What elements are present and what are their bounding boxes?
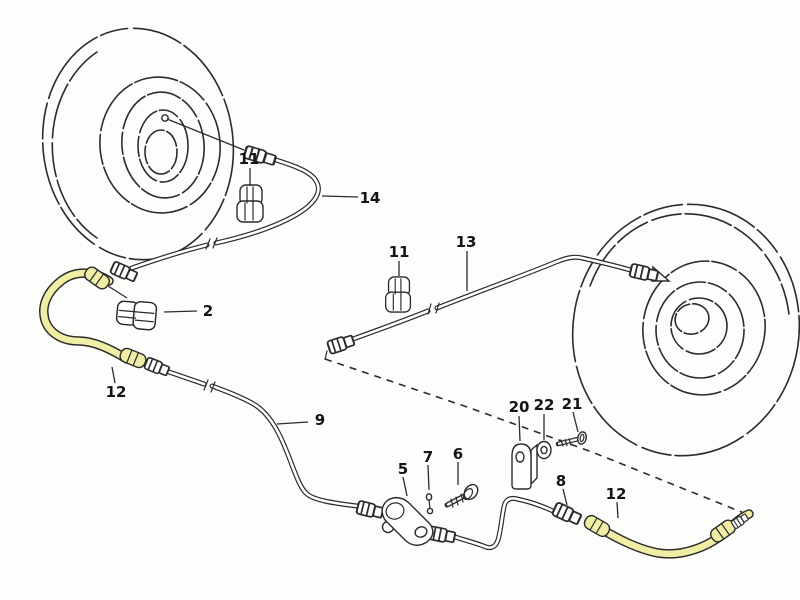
part-callout-14[interactable]: 14	[321, 189, 381, 207]
rim-ring	[121, 91, 205, 199]
part-callout-11[interactable]: 11	[239, 150, 260, 186]
part-number-label[interactable]: 21	[562, 395, 583, 413]
brake-pipe-9	[166, 369, 360, 509]
callout-leader-line	[518, 415, 521, 442]
callout-leader-line	[163, 310, 198, 313]
part-callout-8[interactable]: 8	[556, 472, 568, 506]
part-number-label[interactable]: 20	[509, 398, 530, 416]
part-callout-20[interactable]: 20	[509, 398, 530, 442]
sidewall-ring	[642, 260, 766, 396]
union-hose-to-pipe9	[142, 356, 172, 378]
brake-hose-12-right	[581, 509, 754, 559]
hose-end-fitting	[581, 512, 613, 540]
hub-ring	[670, 297, 728, 355]
clip2-leader	[107, 285, 128, 299]
hub-hole	[144, 129, 178, 175]
part-callout-5[interactable]: 5	[398, 460, 408, 497]
part-number-label[interactable]: 11	[389, 243, 410, 261]
part-callout-9[interactable]: 9	[276, 411, 325, 429]
left-wheel	[41, 27, 235, 261]
part-callout-21[interactable]: 21	[562, 395, 583, 433]
wheel-connection-point	[161, 114, 169, 122]
bracket-20	[511, 443, 538, 490]
brake-pipe-14	[129, 157, 321, 271]
union-pipe9-valve	[355, 499, 385, 521]
dash-leader-stub	[324, 350, 328, 360]
screw-6	[444, 483, 479, 508]
brake-pipe-rear-axle	[452, 495, 556, 551]
tread-inner-arc	[51, 51, 98, 239]
union-pipe14-bottom	[108, 260, 140, 284]
callout-leader-line	[427, 464, 430, 491]
union-pipe13-bottom	[326, 332, 356, 356]
part-number-label[interactable]: 7	[423, 448, 433, 466]
callout-leader-line	[562, 488, 568, 506]
part-number-label[interactable]: 6	[453, 445, 463, 463]
rim-ring	[655, 281, 745, 379]
pin-7	[425, 493, 434, 515]
pipe-clip-11-top	[236, 184, 264, 223]
part-number-label[interactable]: 11	[239, 150, 260, 168]
washer-22	[536, 440, 552, 460]
part-number-label[interactable]: 13	[456, 233, 477, 251]
union-8	[550, 501, 584, 527]
part-callout-6[interactable]: 6	[453, 445, 463, 485]
part-number-label[interactable]: 5	[398, 460, 408, 478]
assembly-dashed-line	[324, 358, 750, 516]
hose-end-fitting	[117, 345, 149, 371]
union-pipe13-wheel	[628, 262, 660, 284]
wheel-hub-leader	[166, 118, 245, 151]
part-callout-7[interactable]: 7	[423, 448, 433, 491]
part-number-label[interactable]: 9	[315, 411, 325, 429]
part-number-label[interactable]: 12	[606, 485, 627, 503]
tread-inner-arc	[589, 213, 790, 315]
callout-leader-line	[402, 476, 408, 497]
pipe-break-marks	[427, 302, 440, 315]
part-number-label[interactable]: 12	[106, 383, 127, 401]
part-number-label[interactable]: 22	[534, 396, 555, 414]
tire-outline	[571, 203, 800, 457]
brake-hose-12-left	[39, 264, 149, 371]
sidewall-ring	[99, 76, 221, 214]
screw-21	[555, 431, 588, 447]
part-callout-13[interactable]: 13	[456, 233, 477, 291]
callout-leader-line	[111, 366, 116, 384]
part-callout-11[interactable]: 11	[389, 243, 410, 276]
part-callout-12[interactable]: 12	[606, 485, 627, 519]
hub-ring	[137, 109, 189, 183]
callout-leader-line	[321, 195, 359, 198]
part-number-label[interactable]: 8	[556, 472, 566, 490]
callout-leader-line	[616, 501, 619, 519]
part-callout-22[interactable]: 22	[534, 396, 555, 440]
brake-pipe-13	[350, 254, 671, 342]
part-number-label[interactable]: 14	[360, 189, 381, 207]
pressure-regulator-valve	[381, 496, 434, 546]
pipe-break-marks	[205, 237, 218, 250]
pipe-break-marks	[203, 379, 216, 393]
part-callout-12[interactable]: 12	[106, 366, 127, 401]
callout-leader-line	[572, 411, 579, 433]
part-number-label[interactable]: 2	[203, 302, 213, 320]
hub-hole	[674, 303, 710, 335]
pipe-clip-2	[115, 298, 158, 332]
part-callout-2[interactable]: 2	[163, 302, 213, 320]
callout-leader-line	[276, 421, 309, 425]
pipe-clip-11-mid	[385, 276, 412, 313]
right-wheel	[571, 203, 800, 457]
